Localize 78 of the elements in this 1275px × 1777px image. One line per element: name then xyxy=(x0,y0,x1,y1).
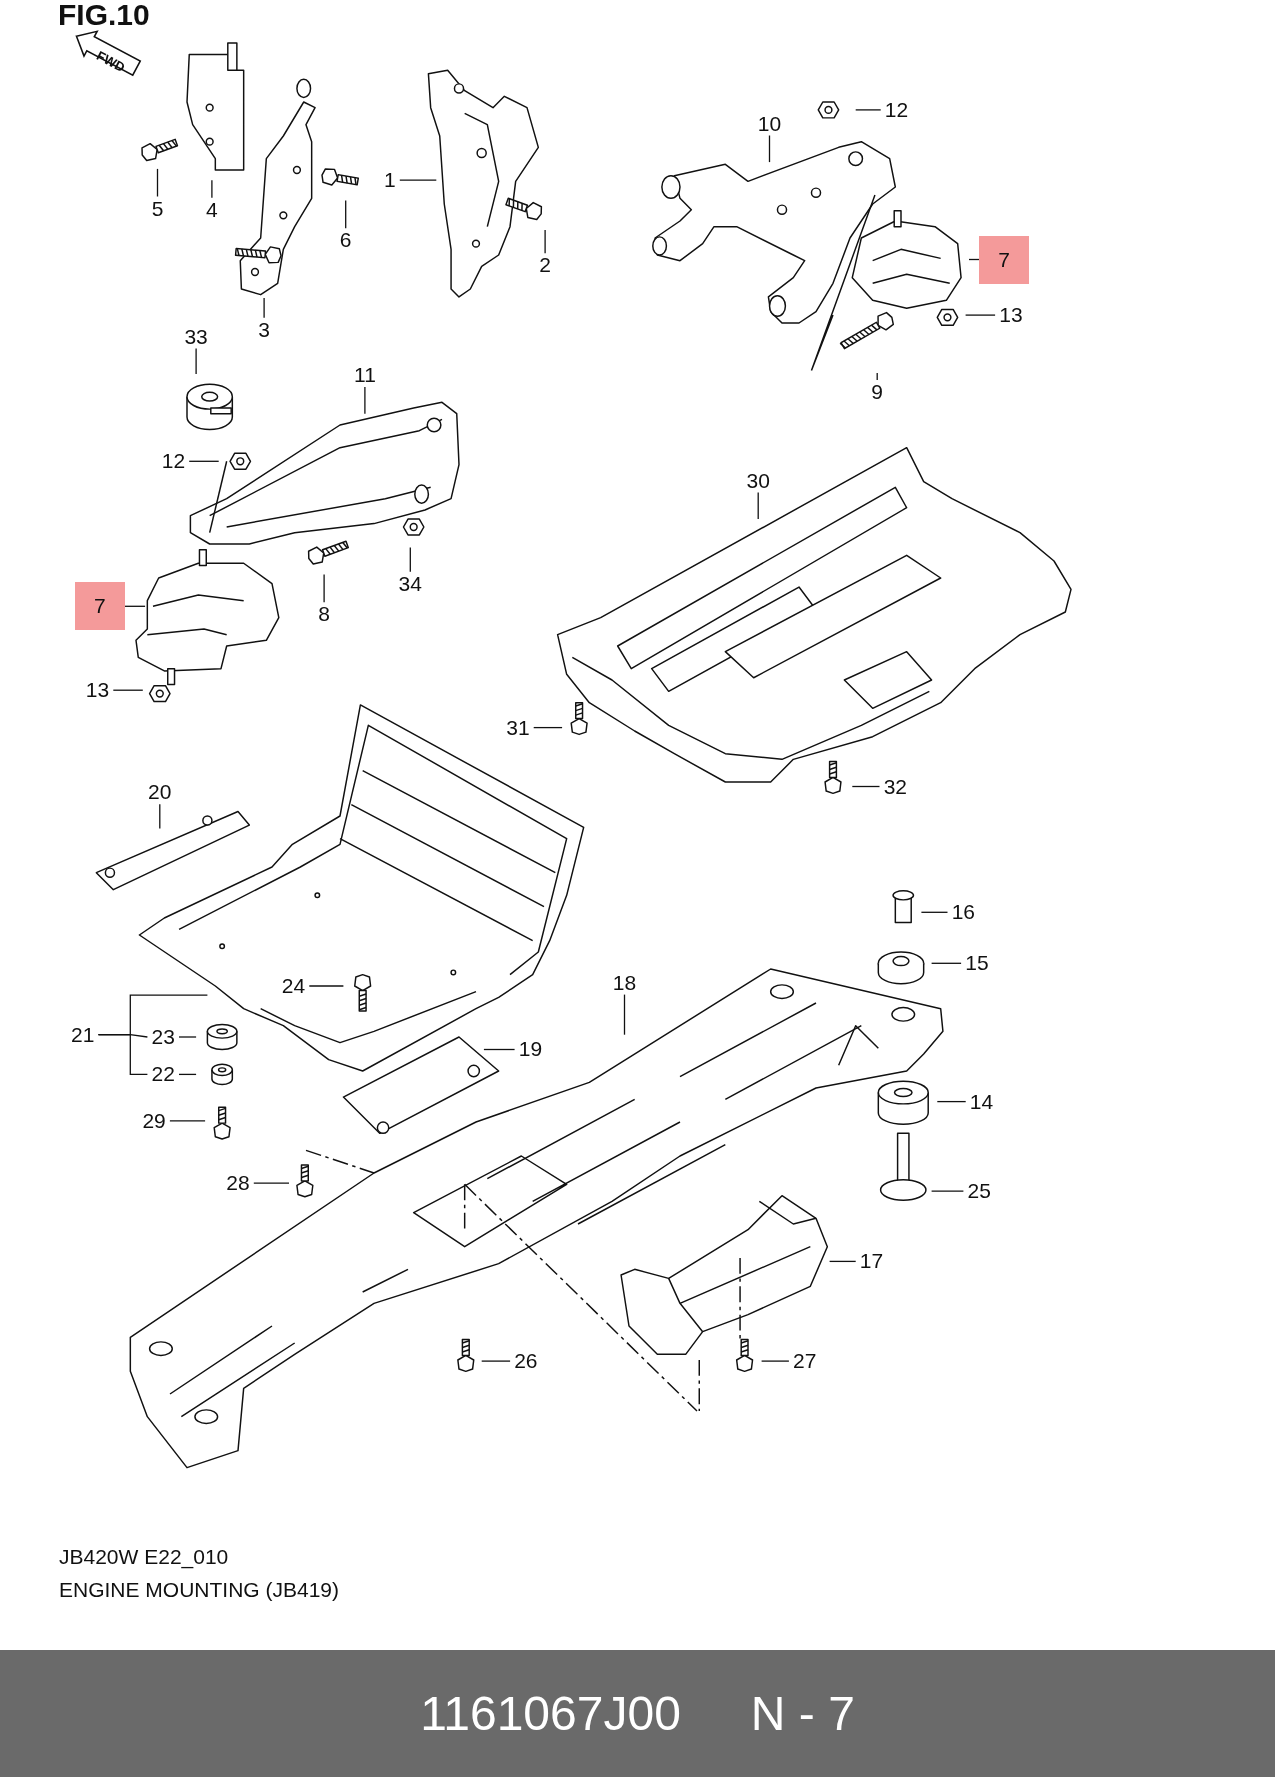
callout-number: 34 xyxy=(398,572,422,595)
leader-line xyxy=(930,1190,965,1192)
leader-line xyxy=(936,1100,967,1103)
callout-number: 12 xyxy=(161,450,186,473)
callout-number: 1 xyxy=(384,169,396,192)
leader-line xyxy=(768,134,771,163)
assembly-name-note: ENGINE MOUNTING (JB419) xyxy=(59,1578,340,1602)
leader-line xyxy=(178,1073,197,1076)
callout-number: 8 xyxy=(318,603,330,626)
quantity-note: N - 7 xyxy=(750,1686,855,1741)
leader-line xyxy=(156,168,159,198)
callout-number: 7 xyxy=(74,582,125,631)
callout-number: 32 xyxy=(883,775,907,798)
leader-line xyxy=(876,372,878,381)
leader-line xyxy=(483,1048,516,1051)
callout-number: 21 xyxy=(71,1023,95,1046)
leader-line xyxy=(124,605,146,607)
leader-line xyxy=(169,1120,206,1122)
leader-line xyxy=(964,314,996,316)
leader-line xyxy=(323,573,325,603)
callout-number: 13 xyxy=(85,679,110,702)
callout-number: 2 xyxy=(539,254,551,277)
callout-number: 18 xyxy=(612,971,637,994)
leader-line xyxy=(409,546,411,573)
leader-line xyxy=(195,347,197,375)
leader-line xyxy=(211,179,213,199)
leader-line xyxy=(851,785,881,788)
callout-number: 23 xyxy=(151,1026,175,1048)
leader-line xyxy=(828,1260,857,1263)
callout-number: 31 xyxy=(506,716,530,739)
callout-number: 24 xyxy=(281,975,306,997)
leader-line xyxy=(263,297,265,319)
callout-number: 5 xyxy=(151,197,164,220)
callout-number: 9 xyxy=(871,381,884,404)
leader-line xyxy=(399,179,437,181)
callout-number: 7 xyxy=(979,235,1030,284)
callout-number: 22 xyxy=(151,1063,175,1086)
callout-number: 6 xyxy=(339,229,352,252)
callout-number: 25 xyxy=(967,1180,991,1203)
callout-number: 19 xyxy=(518,1038,543,1061)
leader-line xyxy=(253,1182,290,1184)
callout-number: 27 xyxy=(793,1350,817,1373)
leader-line xyxy=(481,1360,511,1362)
callout-number: 26 xyxy=(514,1350,538,1373)
callout-number: 28 xyxy=(226,1172,250,1195)
leader-line xyxy=(544,229,546,254)
callout-number: 16 xyxy=(951,901,975,924)
leader-line xyxy=(97,1034,149,1076)
leader-line xyxy=(159,803,161,830)
callout-number: 13 xyxy=(999,304,1023,327)
callout-number: 30 xyxy=(746,469,770,492)
leader-line xyxy=(533,726,563,729)
leader-line xyxy=(345,199,347,229)
callout-number: 15 xyxy=(965,952,989,975)
callout-number: 20 xyxy=(148,781,172,804)
leader-line xyxy=(188,460,220,462)
leader-line xyxy=(623,993,626,1036)
callout-number: 29 xyxy=(142,1109,166,1132)
callout-number: 10 xyxy=(757,112,782,135)
leader-line xyxy=(920,911,949,913)
part-number: 1161067J00 xyxy=(420,1686,681,1741)
callout-number: 11 xyxy=(354,364,376,387)
callout-number: 14 xyxy=(969,1090,994,1113)
callout-number: 3 xyxy=(258,318,270,341)
leader-line xyxy=(364,386,366,415)
leader-line xyxy=(855,109,882,111)
leader-line xyxy=(757,491,759,520)
callout-number: 17 xyxy=(859,1250,884,1273)
leader-line xyxy=(112,689,144,691)
figure-number: FIG.10 xyxy=(58,0,150,30)
drawing-code-note: JB420W E22_010 xyxy=(59,1545,229,1569)
leader-line xyxy=(308,985,345,987)
callout-number: 33 xyxy=(184,325,208,348)
leader-line xyxy=(760,1360,790,1362)
callout-number: 4 xyxy=(206,198,218,221)
leader-line xyxy=(930,962,962,964)
callout-number: 12 xyxy=(884,98,909,121)
leader-line xyxy=(178,1036,197,1038)
